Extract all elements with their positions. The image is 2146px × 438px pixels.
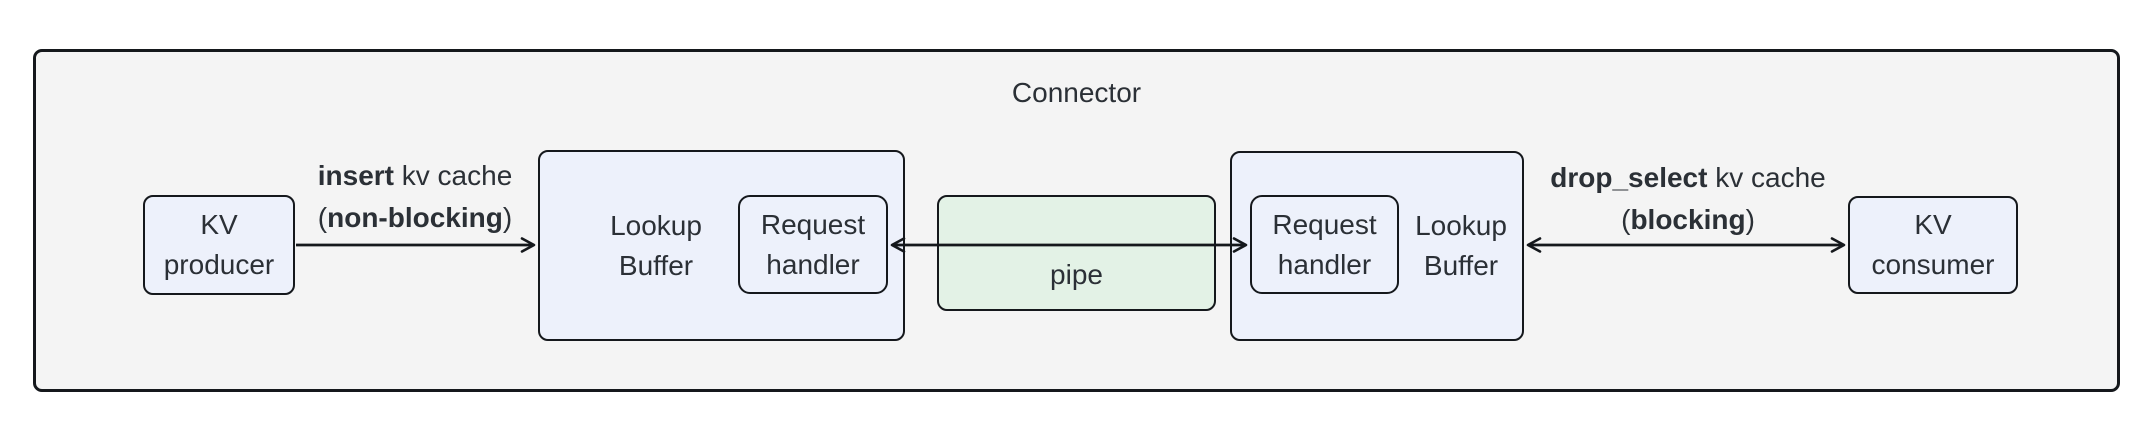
drop-select-edge-label: drop_select kv cache (blocking) xyxy=(1513,157,1863,241)
kv-consumer-node: KV consumer xyxy=(1848,196,2018,294)
pipe-label: pipe xyxy=(1050,259,1103,290)
lookup-buffer-left-line1: Lookup xyxy=(610,209,702,241)
kv-consumer-label-line1: KV xyxy=(1914,209,1952,240)
lookup-buffer-left-line2: Buffer xyxy=(618,249,694,281)
kv-producer-label-line2: producer xyxy=(163,249,275,280)
drop-paren-close: ) xyxy=(1745,204,1755,235)
lookup-buffer-left-label: Lookup Buffer xyxy=(538,150,738,341)
insert-keyword: insert xyxy=(317,160,394,191)
lookup-buffer-right-label: Lookup Buffer xyxy=(1398,151,1524,341)
lookup-buffer-right-line1: Lookup xyxy=(1415,210,1507,241)
request-handler-left-line1: Request xyxy=(760,208,866,240)
request-handler-left-line2: handler xyxy=(766,248,860,280)
insert-paren-open: ( xyxy=(317,202,328,233)
insert-edge-label-line2: (non-blocking) xyxy=(260,197,570,239)
pipe-node xyxy=(937,195,1216,311)
request-handler-left-node: Request handler xyxy=(738,195,888,294)
connector-title: Connector xyxy=(1011,77,1142,108)
drop-select-edge-label-line2: (blocking) xyxy=(1513,199,1863,241)
insert-rest: kv cache xyxy=(393,160,513,191)
blocking-keyword: blocking xyxy=(1630,204,1746,235)
insert-paren-close: ) xyxy=(502,202,513,233)
insert-edge-label: insert kv cache (non-blocking) xyxy=(260,155,570,239)
lookup-buffer-right-line2: Buffer xyxy=(1423,250,1499,281)
request-handler-right-line1: Request xyxy=(1272,208,1377,240)
drop-select-keyword: drop_select xyxy=(1550,162,1708,193)
non-blocking-keyword: non-blocking xyxy=(327,202,503,233)
kv-producer-label-line1: KV xyxy=(200,209,238,240)
drop-paren-open: ( xyxy=(1621,204,1631,235)
drop-select-edge-label-line1: drop_select kv cache xyxy=(1513,157,1863,199)
kv-producer-node: KV producer xyxy=(143,195,295,295)
request-handler-right-node: Request handler xyxy=(1250,195,1399,294)
request-handler-right-line2: handler xyxy=(1277,248,1372,280)
kv-consumer-label-line2: consumer xyxy=(1871,249,1995,280)
drop-select-rest: kv cache xyxy=(1707,162,1826,193)
insert-edge-label-line1: insert kv cache xyxy=(260,155,570,197)
